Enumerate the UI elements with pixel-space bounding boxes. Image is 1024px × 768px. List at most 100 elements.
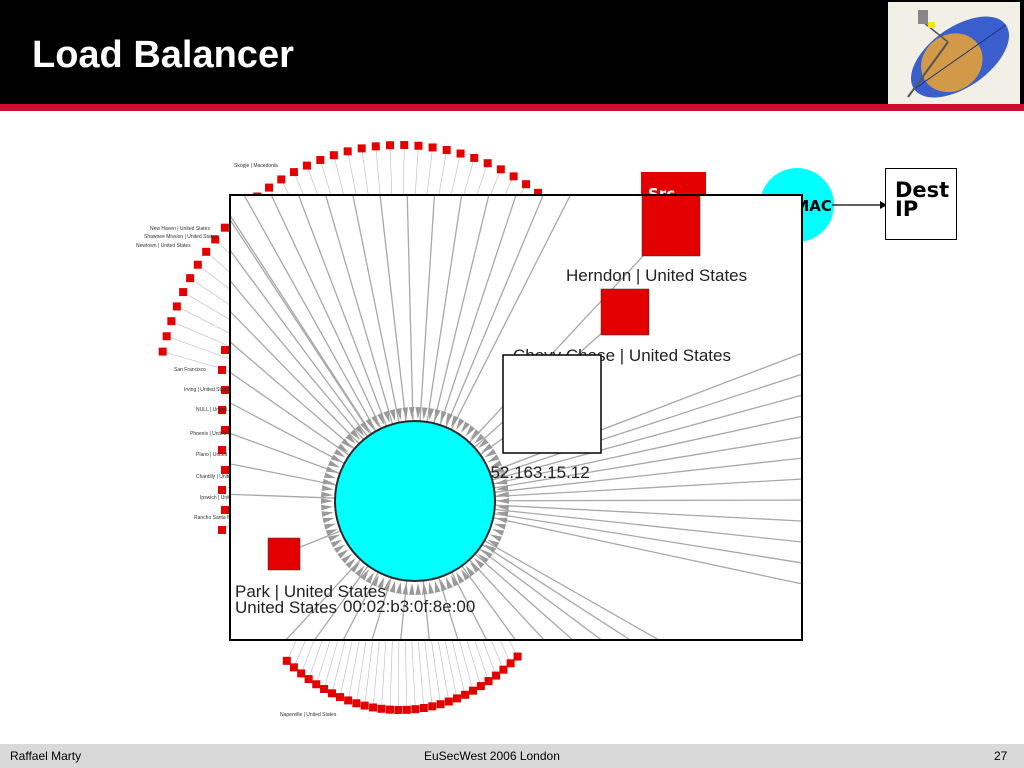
outer-node bbox=[419, 704, 428, 713]
zoom-arrowhead bbox=[337, 443, 349, 453]
outer-node bbox=[400, 141, 409, 150]
zoom-arrowhead bbox=[395, 407, 402, 421]
outer-node bbox=[534, 188, 543, 197]
zoom-arrowheads bbox=[321, 407, 509, 595]
outer-node bbox=[221, 426, 229, 434]
zoom-arrowhead bbox=[330, 539, 343, 548]
zoom-arrowhead bbox=[408, 582, 415, 595]
zoom-arrowhead bbox=[492, 466, 505, 473]
outer-node bbox=[470, 153, 479, 162]
outer-node bbox=[282, 656, 291, 665]
zoom-arrowhead bbox=[371, 415, 380, 428]
zoom-arrowhead bbox=[321, 511, 334, 517]
outer-node bbox=[371, 142, 380, 151]
outer-node bbox=[352, 699, 361, 708]
outer-node bbox=[492, 671, 501, 680]
zoom-arrowhead bbox=[321, 485, 334, 491]
zoom-arrowhead bbox=[481, 549, 493, 559]
outer-node bbox=[483, 159, 492, 168]
outer-node bbox=[329, 151, 338, 160]
outer-node bbox=[456, 149, 465, 158]
zoom-arrowhead bbox=[322, 517, 335, 524]
outer-node bbox=[320, 685, 329, 694]
outer-label: San Francisco bbox=[174, 367, 206, 373]
footer-event: EuSecWest 2006 London bbox=[424, 749, 560, 763]
outer-label: Rancho Santa Margarita bbox=[194, 515, 248, 521]
outer-label: Chantilly | United States bbox=[196, 474, 250, 480]
zoom-arrowhead bbox=[365, 572, 374, 584]
slide-title: Load Balancer bbox=[32, 34, 294, 76]
zoom-arrowhead bbox=[489, 460, 502, 468]
zoom-arrowhead bbox=[460, 421, 470, 434]
outer-label: New Haven | United States bbox=[150, 226, 210, 232]
outer-node bbox=[289, 663, 298, 672]
outer-node bbox=[442, 146, 451, 155]
outer-node bbox=[265, 183, 274, 192]
outer-node bbox=[360, 701, 369, 710]
outer-node bbox=[444, 697, 453, 706]
outer-label: Newtown | United States bbox=[136, 243, 191, 249]
zoom-arrowhead bbox=[389, 580, 396, 593]
zoom-arrowhead bbox=[496, 511, 509, 517]
outer-node bbox=[202, 247, 211, 256]
zoom-arrowhead bbox=[341, 553, 353, 564]
outer-node bbox=[218, 366, 226, 374]
outer-node bbox=[297, 669, 306, 678]
outer-node bbox=[327, 689, 336, 698]
zoom-arrowhead bbox=[496, 504, 509, 511]
outer-node bbox=[411, 705, 420, 714]
outer-node bbox=[377, 704, 386, 713]
node-src-mac bbox=[334, 420, 496, 582]
zoom-arrowhead bbox=[345, 433, 357, 445]
label-mac: 00:02:b3:0f:8e:00 bbox=[343, 597, 475, 616]
zoom-arrowhead bbox=[371, 574, 380, 587]
outer-label: NULL | United States bbox=[196, 407, 243, 413]
outer-node bbox=[186, 274, 195, 283]
outer-node bbox=[302, 161, 311, 170]
node-dest-ip bbox=[502, 354, 602, 454]
slide-header bbox=[0, 0, 1024, 104]
outer-node bbox=[357, 144, 366, 153]
zoom-arrowhead bbox=[434, 580, 441, 593]
zoom-arrowhead bbox=[496, 491, 509, 498]
outer-node bbox=[289, 168, 298, 177]
zoom-arrowhead bbox=[365, 418, 374, 430]
zoom-arrowhead bbox=[350, 561, 361, 573]
outer-node bbox=[484, 677, 493, 686]
zoom-arrowhead bbox=[360, 568, 370, 581]
zoom-arrowhead bbox=[402, 407, 408, 420]
outer-node bbox=[218, 526, 226, 534]
outer-label: Plano | United States bbox=[196, 452, 243, 458]
zoom-arrowhead bbox=[422, 582, 428, 595]
outer-node bbox=[496, 165, 505, 174]
zoom-arrowhead bbox=[325, 529, 338, 536]
outer-node bbox=[221, 346, 229, 354]
zoom-arrowhead bbox=[469, 561, 480, 573]
zoom-arrowhead bbox=[354, 425, 365, 437]
node-park bbox=[267, 537, 301, 571]
zoom-arrowhead bbox=[456, 418, 465, 430]
outer-node bbox=[158, 347, 167, 356]
outer-node bbox=[469, 686, 478, 695]
zoom-arrowhead bbox=[333, 448, 346, 458]
zoom-arrowhead bbox=[389, 409, 396, 422]
outer-node bbox=[172, 302, 181, 311]
zoom-arrowhead bbox=[328, 460, 341, 468]
zoom-arrowhead bbox=[383, 410, 390, 424]
zoom-arrowhead bbox=[428, 407, 435, 421]
zoom-arrowhead bbox=[333, 544, 346, 554]
zoom-arrowhead bbox=[383, 578, 390, 592]
zoom-arrowhead bbox=[450, 415, 459, 428]
outer-node bbox=[221, 386, 229, 394]
zoom-arrowhead bbox=[328, 534, 341, 542]
legend-dest-ip-label: Dest IP bbox=[895, 178, 950, 221]
zoom-arrowhead bbox=[434, 409, 441, 422]
outer-node bbox=[428, 702, 437, 711]
outer-node bbox=[509, 172, 518, 181]
outer-node bbox=[316, 155, 325, 164]
outer-node bbox=[335, 693, 344, 702]
zoom-arrowhead bbox=[341, 438, 353, 449]
zoom-arrowhead bbox=[465, 565, 476, 577]
zoom-arrowhead bbox=[325, 466, 338, 473]
zoom-arrowhead bbox=[322, 478, 335, 485]
